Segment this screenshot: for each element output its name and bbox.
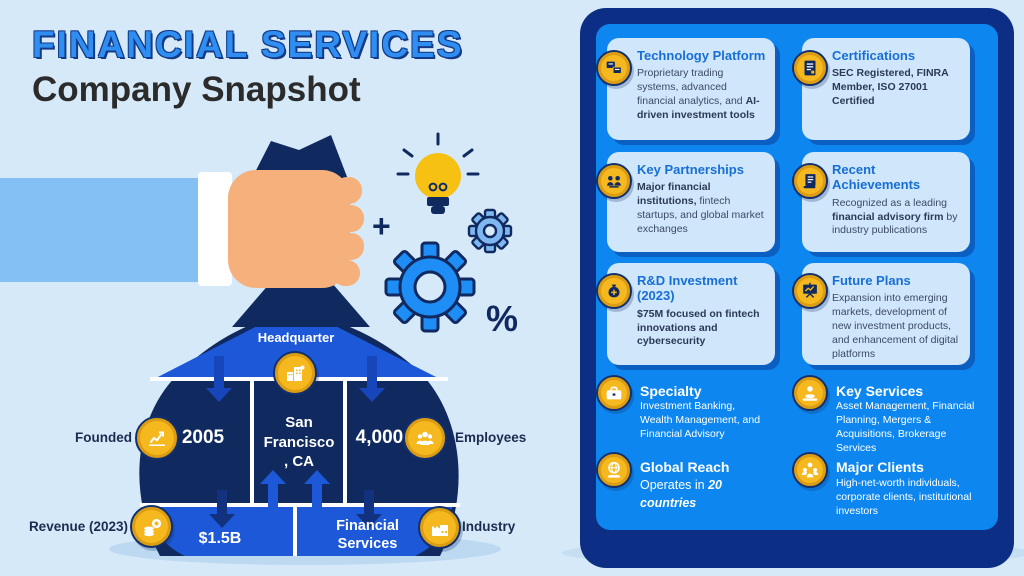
item-title-specialty: Specialty [640,383,702,399]
lightbulb-icon [396,132,480,214]
screens-icon [596,50,632,86]
sleeve [0,178,202,282]
headquarter-label: Headquarter [257,330,335,345]
arrow-down [206,356,232,402]
certificate-icon [792,50,828,86]
service-hand-icon [792,375,828,411]
arrow-down [209,490,235,528]
briefcase-icon [596,375,632,411]
item-body-specialty: Investment Banking, Wealth Management, a… [640,400,761,440]
item-body-major-clients: High-net-worth individuals, corporate cl… [836,477,972,517]
coins-icon [130,505,173,548]
card-title: Certifications [832,48,916,63]
page-title: FINANCIAL SERVICES [32,24,464,65]
gear-icon [467,208,513,254]
card-body: Proprietary trading systems, advanced fi… [637,67,760,121]
card-body: Major financial institutions, fintech st… [637,181,764,235]
item-title-key-services: Key Services [836,383,924,399]
card-body: $75M focused on fintech innovations and … [637,307,760,348]
card-rd-investment: R&D Investment (2023) $75M focused on fi… [607,263,775,365]
revenue-label: Revenue (2023) [28,519,128,534]
gear-icon [384,241,476,333]
card-technology-platform: Technology Platform Proprietary trading … [607,38,775,140]
employees-label: Employees [455,430,527,445]
factory-icon [418,506,461,549]
card-key-partnerships: Key Partnerships Major financial institu… [607,152,775,252]
revenue-value: $1.5B [198,530,242,547]
card-recent-achievements: Recent Achievements Recognized as a lead… [802,152,970,252]
partnership-icon [596,163,632,199]
people-icon [403,416,447,460]
card-title: Key Partnerships [637,162,744,177]
industry-value: Financial Services [336,518,399,553]
item-body-key-services: Asset Management, Financial Planning, Me… [836,400,975,454]
cuff [198,172,232,286]
card-title: Technology Platform [637,48,766,63]
founded-label: Founded [75,430,132,445]
presentation-icon [792,273,828,309]
building-icon [273,351,317,395]
page-subtitle: Company Snapshot [32,70,361,109]
card-future-plans: Future Plans Expansion into emerging mar… [802,263,970,365]
arrow-down [356,490,382,528]
fist [228,170,350,288]
scroll-icon [792,163,828,199]
item-title-global-reach: Global Reach [640,459,730,475]
arrow-up [304,470,330,508]
item-title-major-clients: Major Clients [836,459,924,475]
card-title: Recent Achievements [832,162,921,193]
card-body: Recognized as a leading financial adviso… [832,196,958,237]
industry-label: Industry [462,519,516,534]
card-title: Future Plans [832,273,911,288]
arrow-down [359,356,385,402]
globe-hand-icon [596,452,632,488]
card-title: R&D Investment (2023) [637,273,738,304]
plus-icon: + [372,208,391,244]
arrow-up [260,470,286,508]
employees-value: 4,000+ [355,427,415,448]
card-body: Expansion into emerging markets, develop… [832,292,959,360]
item-body-global-reach: Operates in 20 countries [640,478,722,510]
founded-value: 2005 [181,427,225,448]
card-body: SEC Registered, FINRA Member, ISO 27001 … [832,67,949,108]
money-bag-icon [596,273,632,309]
clients-icon [792,452,828,488]
headquarter-value: San Francisco , CA [263,414,335,470]
growth-chart-icon [135,416,179,460]
card-certifications: Certifications SEC Registered, FINRA Mem… [802,38,970,140]
percent-icon: % [486,298,519,339]
bag-neck [232,283,370,327]
